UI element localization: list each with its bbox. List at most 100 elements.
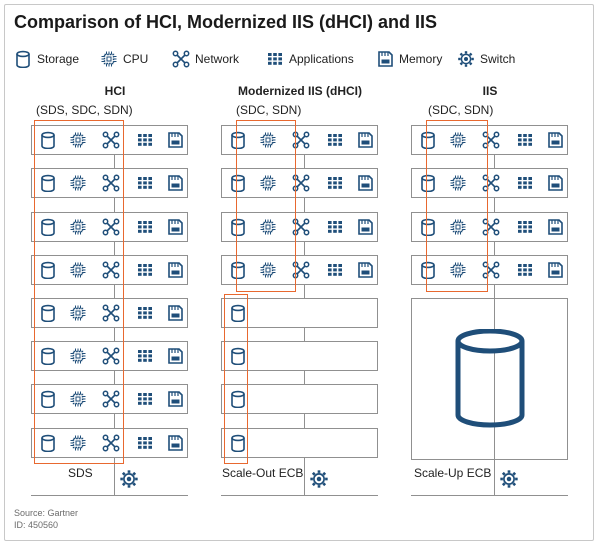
storage-icon bbox=[39, 131, 57, 150]
legend-label: CPU bbox=[123, 52, 149, 66]
network-icon bbox=[292, 261, 310, 279]
switch-bar bbox=[411, 495, 568, 496]
memory-icon bbox=[166, 174, 184, 192]
cpu-icon bbox=[449, 174, 467, 192]
figure-frame bbox=[4, 4, 594, 541]
memory-icon bbox=[356, 131, 374, 149]
memory-icon bbox=[546, 174, 564, 192]
server-row bbox=[411, 212, 568, 242]
storage-icon bbox=[229, 434, 247, 453]
column-title-iis: IIS bbox=[482, 84, 498, 98]
memory-icon bbox=[166, 434, 184, 452]
legend-label: Network bbox=[195, 52, 240, 66]
server-row bbox=[31, 384, 188, 414]
cpu-icon bbox=[69, 304, 87, 322]
cpu-icon bbox=[449, 131, 467, 149]
memory-icon bbox=[546, 261, 564, 279]
applications-icon bbox=[136, 174, 154, 192]
storage-icon bbox=[39, 434, 57, 453]
memory-icon bbox=[376, 50, 394, 68]
applications-icon bbox=[136, 304, 154, 322]
cpu-icon bbox=[69, 174, 87, 192]
storage-icon bbox=[39, 261, 57, 280]
server-row bbox=[31, 341, 188, 371]
memory-icon bbox=[166, 390, 184, 408]
storage-icon bbox=[229, 174, 247, 193]
legend-label: Storage bbox=[37, 52, 80, 66]
storage-icon bbox=[229, 390, 247, 409]
cpu-icon bbox=[69, 261, 87, 279]
network-icon bbox=[102, 261, 120, 279]
switch-bar bbox=[31, 495, 188, 496]
network-icon bbox=[102, 174, 120, 192]
network-icon bbox=[102, 131, 120, 149]
server-row bbox=[411, 168, 568, 198]
network-icon bbox=[102, 390, 120, 408]
switch-icon bbox=[309, 469, 329, 489]
bottom-label-dhci: Scale-Out ECB bbox=[222, 466, 304, 480]
storage-icon bbox=[419, 174, 437, 193]
network-icon bbox=[482, 261, 500, 279]
applications-icon bbox=[136, 434, 154, 452]
applications-icon bbox=[266, 50, 284, 68]
cpu-icon bbox=[259, 218, 277, 236]
switch-icon bbox=[119, 469, 139, 489]
storage-icon bbox=[419, 218, 437, 237]
cpu-icon bbox=[69, 390, 87, 408]
column-subtitle-hci: (SDS, SDC, SDN) bbox=[36, 103, 133, 117]
highlight-dhci-storage bbox=[224, 294, 248, 464]
network-icon bbox=[482, 131, 500, 149]
storage-icon bbox=[39, 218, 57, 237]
server-row bbox=[31, 168, 188, 198]
server-row bbox=[31, 428, 188, 458]
source-line: Source: Gartner bbox=[14, 508, 79, 518]
applications-icon bbox=[326, 131, 344, 149]
memory-icon bbox=[166, 304, 184, 322]
bottom-label-hci: SDS bbox=[68, 466, 93, 480]
memory-icon bbox=[546, 218, 564, 236]
storage-icon bbox=[229, 131, 247, 150]
storage-icon bbox=[455, 329, 525, 428]
cpu-icon bbox=[100, 50, 118, 68]
storage-icon bbox=[39, 390, 57, 409]
applications-icon bbox=[516, 261, 534, 279]
highlight-dhci-compute bbox=[236, 120, 296, 292]
cpu-icon bbox=[69, 434, 87, 452]
applications-icon bbox=[136, 390, 154, 408]
cpu-icon bbox=[259, 174, 277, 192]
network-icon bbox=[102, 347, 120, 365]
applications-icon bbox=[326, 261, 344, 279]
applications-icon bbox=[326, 174, 344, 192]
memory-icon bbox=[166, 131, 184, 149]
network-icon bbox=[102, 304, 120, 322]
column-subtitle-dhci: (SDC, SDN) bbox=[236, 103, 302, 117]
applications-icon bbox=[516, 218, 534, 236]
switch-icon bbox=[457, 50, 475, 68]
connector-line bbox=[494, 155, 495, 495]
server-row bbox=[31, 125, 188, 155]
column-title-dhci: Modernized IIS (dHCI) bbox=[238, 84, 362, 98]
storage-icon bbox=[419, 131, 437, 150]
highlight-hci bbox=[34, 120, 124, 464]
cpu-icon bbox=[69, 218, 87, 236]
memory-icon bbox=[356, 218, 374, 236]
memory-icon bbox=[356, 261, 374, 279]
storage-icon bbox=[229, 304, 247, 323]
server-row bbox=[221, 212, 378, 242]
figure-title: Comparison of HCI, Modernized IIS (dHCI)… bbox=[14, 12, 438, 32]
server-row bbox=[221, 168, 378, 198]
applications-icon bbox=[516, 131, 534, 149]
applications-icon bbox=[326, 218, 344, 236]
memory-icon bbox=[546, 131, 564, 149]
source-id: ID: 450560 bbox=[14, 520, 59, 530]
network-icon bbox=[102, 218, 120, 236]
cpu-icon bbox=[449, 218, 467, 236]
network-icon bbox=[482, 218, 500, 236]
memory-icon bbox=[166, 261, 184, 279]
cpu-icon bbox=[259, 261, 277, 279]
server-row bbox=[31, 298, 188, 328]
storage-icon bbox=[14, 50, 32, 69]
legend-label: Memory bbox=[399, 52, 443, 66]
legend-label: Switch bbox=[480, 52, 516, 66]
network-icon bbox=[102, 434, 120, 452]
